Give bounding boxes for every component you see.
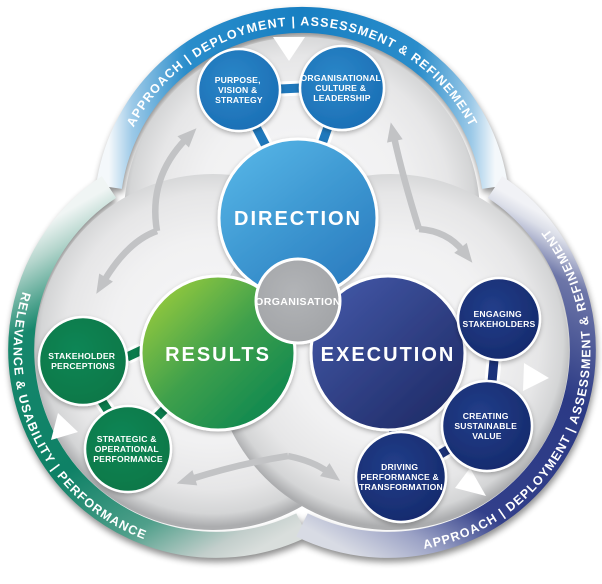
- ring-triangle-right-upper-icon: [523, 363, 549, 391]
- stakeholder-perceptions-label: STAKEHOLDER PERCEPTIONS: [48, 351, 118, 371]
- execution-circle: [309, 274, 467, 432]
- purpose-circle: [196, 47, 282, 133]
- stakeholder-perceptions-circle: [37, 315, 129, 407]
- ring-triangles: [51, 37, 549, 496]
- strategic-operational-circle: [83, 404, 173, 494]
- sub-circles: [37, 44, 542, 524]
- ring-triangle-top-icon: [273, 37, 305, 61]
- org-culture-label: ORGANISATIONAL CULTURE & LEADERSHIP: [301, 73, 384, 103]
- connector-engaging-creating: [484, 359, 502, 383]
- ring-left-band: [8, 176, 308, 558]
- connector-stakeholder-results: [123, 343, 146, 364]
- direction-label: DIRECTION: [234, 208, 362, 230]
- ring-top-band: [96, 6, 508, 189]
- org-culture-circle: [298, 44, 386, 132]
- ring-triangle-left-icon: [51, 413, 78, 440]
- cycle-arrows: [96, 122, 473, 486]
- organisation-circle: [254, 257, 342, 345]
- cycle-arrow-bottom-left: [176, 452, 289, 486]
- purpose-label: PURPOSE, VISION & STRATEGY: [215, 75, 264, 105]
- cycle-arrow-bottom-right: [287, 452, 341, 481]
- main-circles: [139, 137, 467, 432]
- results-label: RESULTS: [165, 344, 271, 366]
- ring-triangle-right-lower-icon: [455, 468, 486, 496]
- organisation-label: ORGANISATION: [255, 296, 341, 308]
- ring-right-band: [296, 176, 596, 558]
- creating-circle: [440, 379, 534, 473]
- connector-purpose-orgculture: [279, 80, 302, 97]
- strategic-operational-label: STRATEGIC & OPERATIONAL PERFORMANCE: [93, 434, 163, 464]
- driving-circle: [354, 430, 448, 524]
- cycle-arrow-left-up: [152, 128, 197, 232]
- results-circle: [139, 274, 297, 432]
- driving-label: DRIVING PERFORMANCE & TRANSFORMATION: [359, 462, 443, 492]
- engaging-circle: [456, 276, 542, 362]
- execution-label: EXECUTION: [321, 344, 456, 366]
- cycle-arrow-right-up: [387, 122, 423, 230]
- engaging-label: ENGAGING STAKEHOLDERS: [463, 309, 536, 329]
- connector-orgculture-direction: [314, 124, 336, 147]
- connector-purpose-direction: [249, 123, 273, 150]
- cycle-arrow-right-down: [418, 225, 473, 263]
- cycle-arrow-left-down: [96, 227, 159, 294]
- creating-label: CREATING SUSTAINABLE VALUE: [454, 411, 519, 441]
